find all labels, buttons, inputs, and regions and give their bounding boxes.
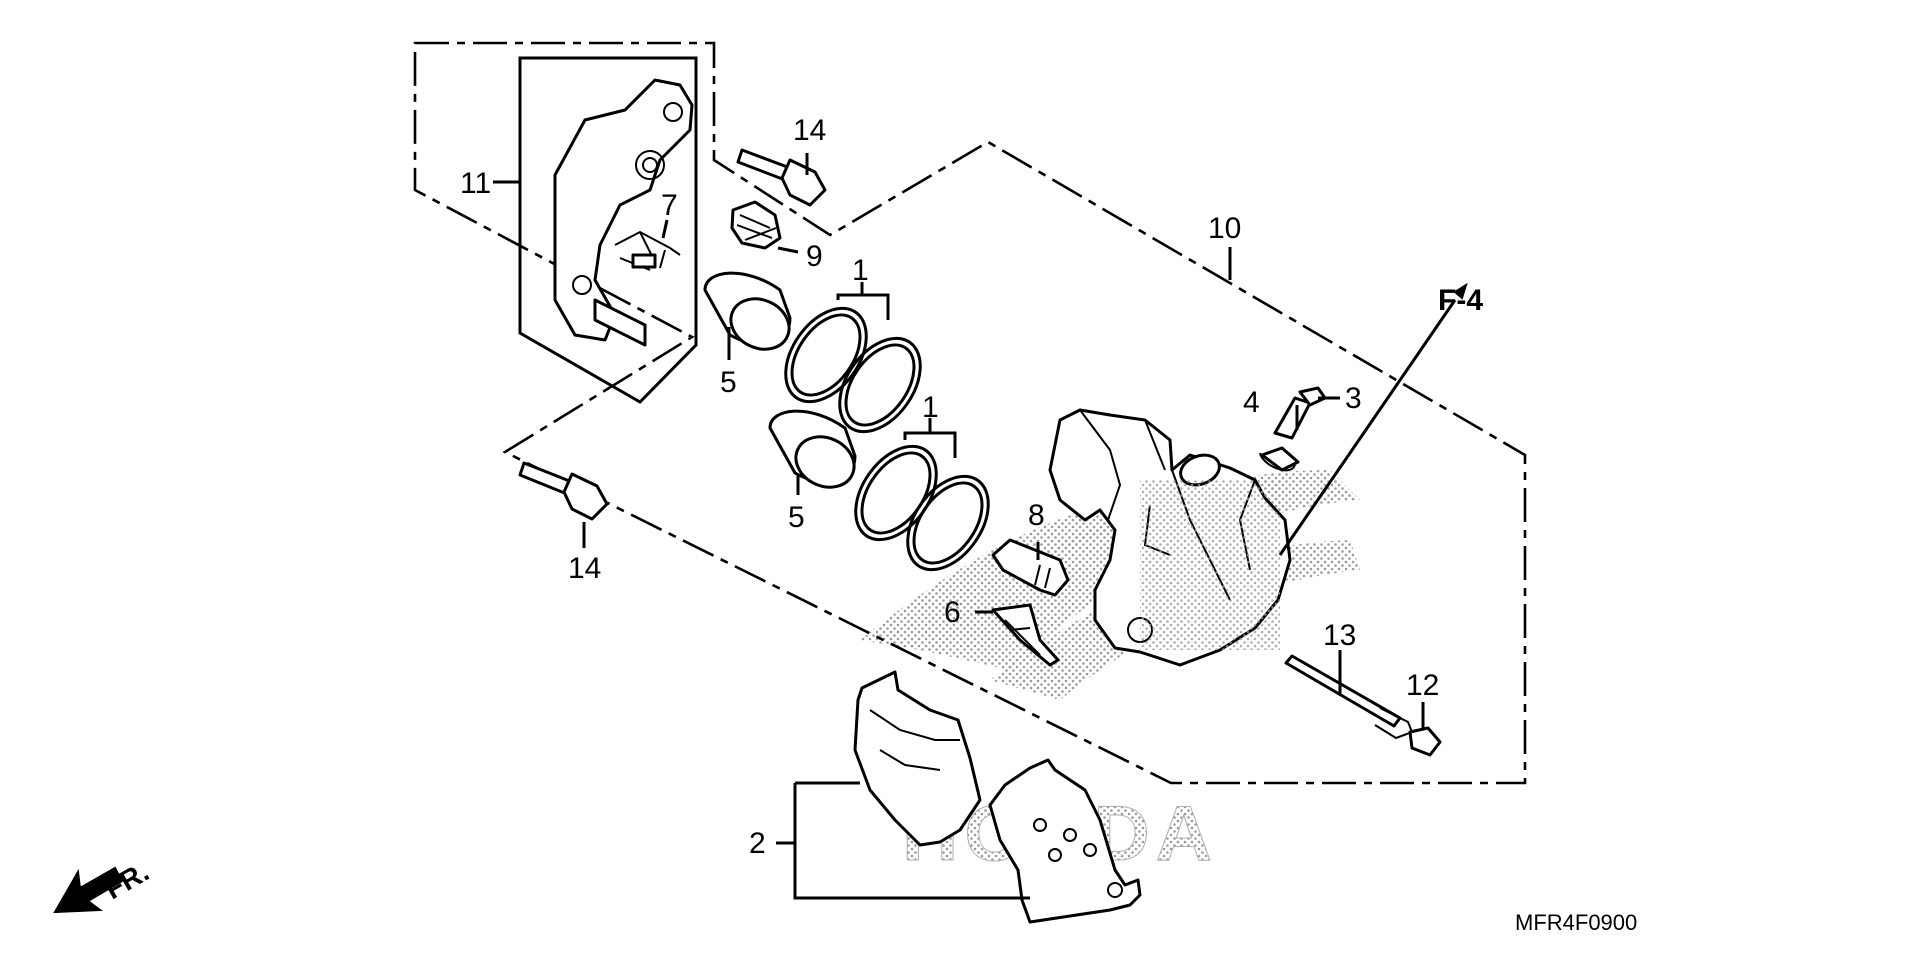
callout-10: 10 [1208,212,1241,245]
callout-14-lower: 14 [568,552,601,585]
pin-plug [1408,726,1442,757]
callout-9: 9 [806,240,823,273]
front-arrow-icon: FR. [53,856,155,914]
callout-6: 6 [944,596,961,629]
bolt-lower [518,461,609,521]
boot [730,200,782,250]
diagram-code: MFR4F0900 [1515,910,1637,935]
leader-lines [493,153,1468,900]
slide-pin [991,538,1070,597]
callout-2: 2 [749,827,766,860]
seal-set-upper [784,306,922,434]
piston-upper [703,271,792,351]
callout-14-upper: 14 [793,114,826,147]
assembly-outline-11 [413,41,1527,785]
callout-12: 12 [1406,669,1439,702]
callout-1-upper: 1 [852,254,869,287]
pad-pin [1284,654,1414,740]
caliper-bracket [553,78,694,347]
seal-set-lower [854,444,990,572]
view-reference: F-4 [1438,284,1483,317]
callout-1-lower: 1 [922,391,939,424]
bleeder-valve [1273,386,1327,440]
pad-spring [991,603,1060,667]
front-marker-text: FR. [100,856,155,905]
caliper-shading [1140,480,1280,650]
bracket-outline [518,56,698,404]
callout-4: 4 [1243,386,1260,419]
callout-5-lower: 5 [788,501,805,534]
piston-lower [768,409,857,489]
callout-7: 7 [661,189,678,222]
callout-13: 13 [1323,619,1356,652]
callout-5-upper: 5 [720,366,737,399]
callout-11: 11 [460,167,491,200]
bolt-upper [736,148,827,207]
callout-3: 3 [1345,382,1362,415]
pad-spring-clip [614,230,681,271]
brake-pad-set [853,670,1142,924]
bleeder-cap [1259,446,1300,472]
callout-8: 8 [1028,499,1045,532]
